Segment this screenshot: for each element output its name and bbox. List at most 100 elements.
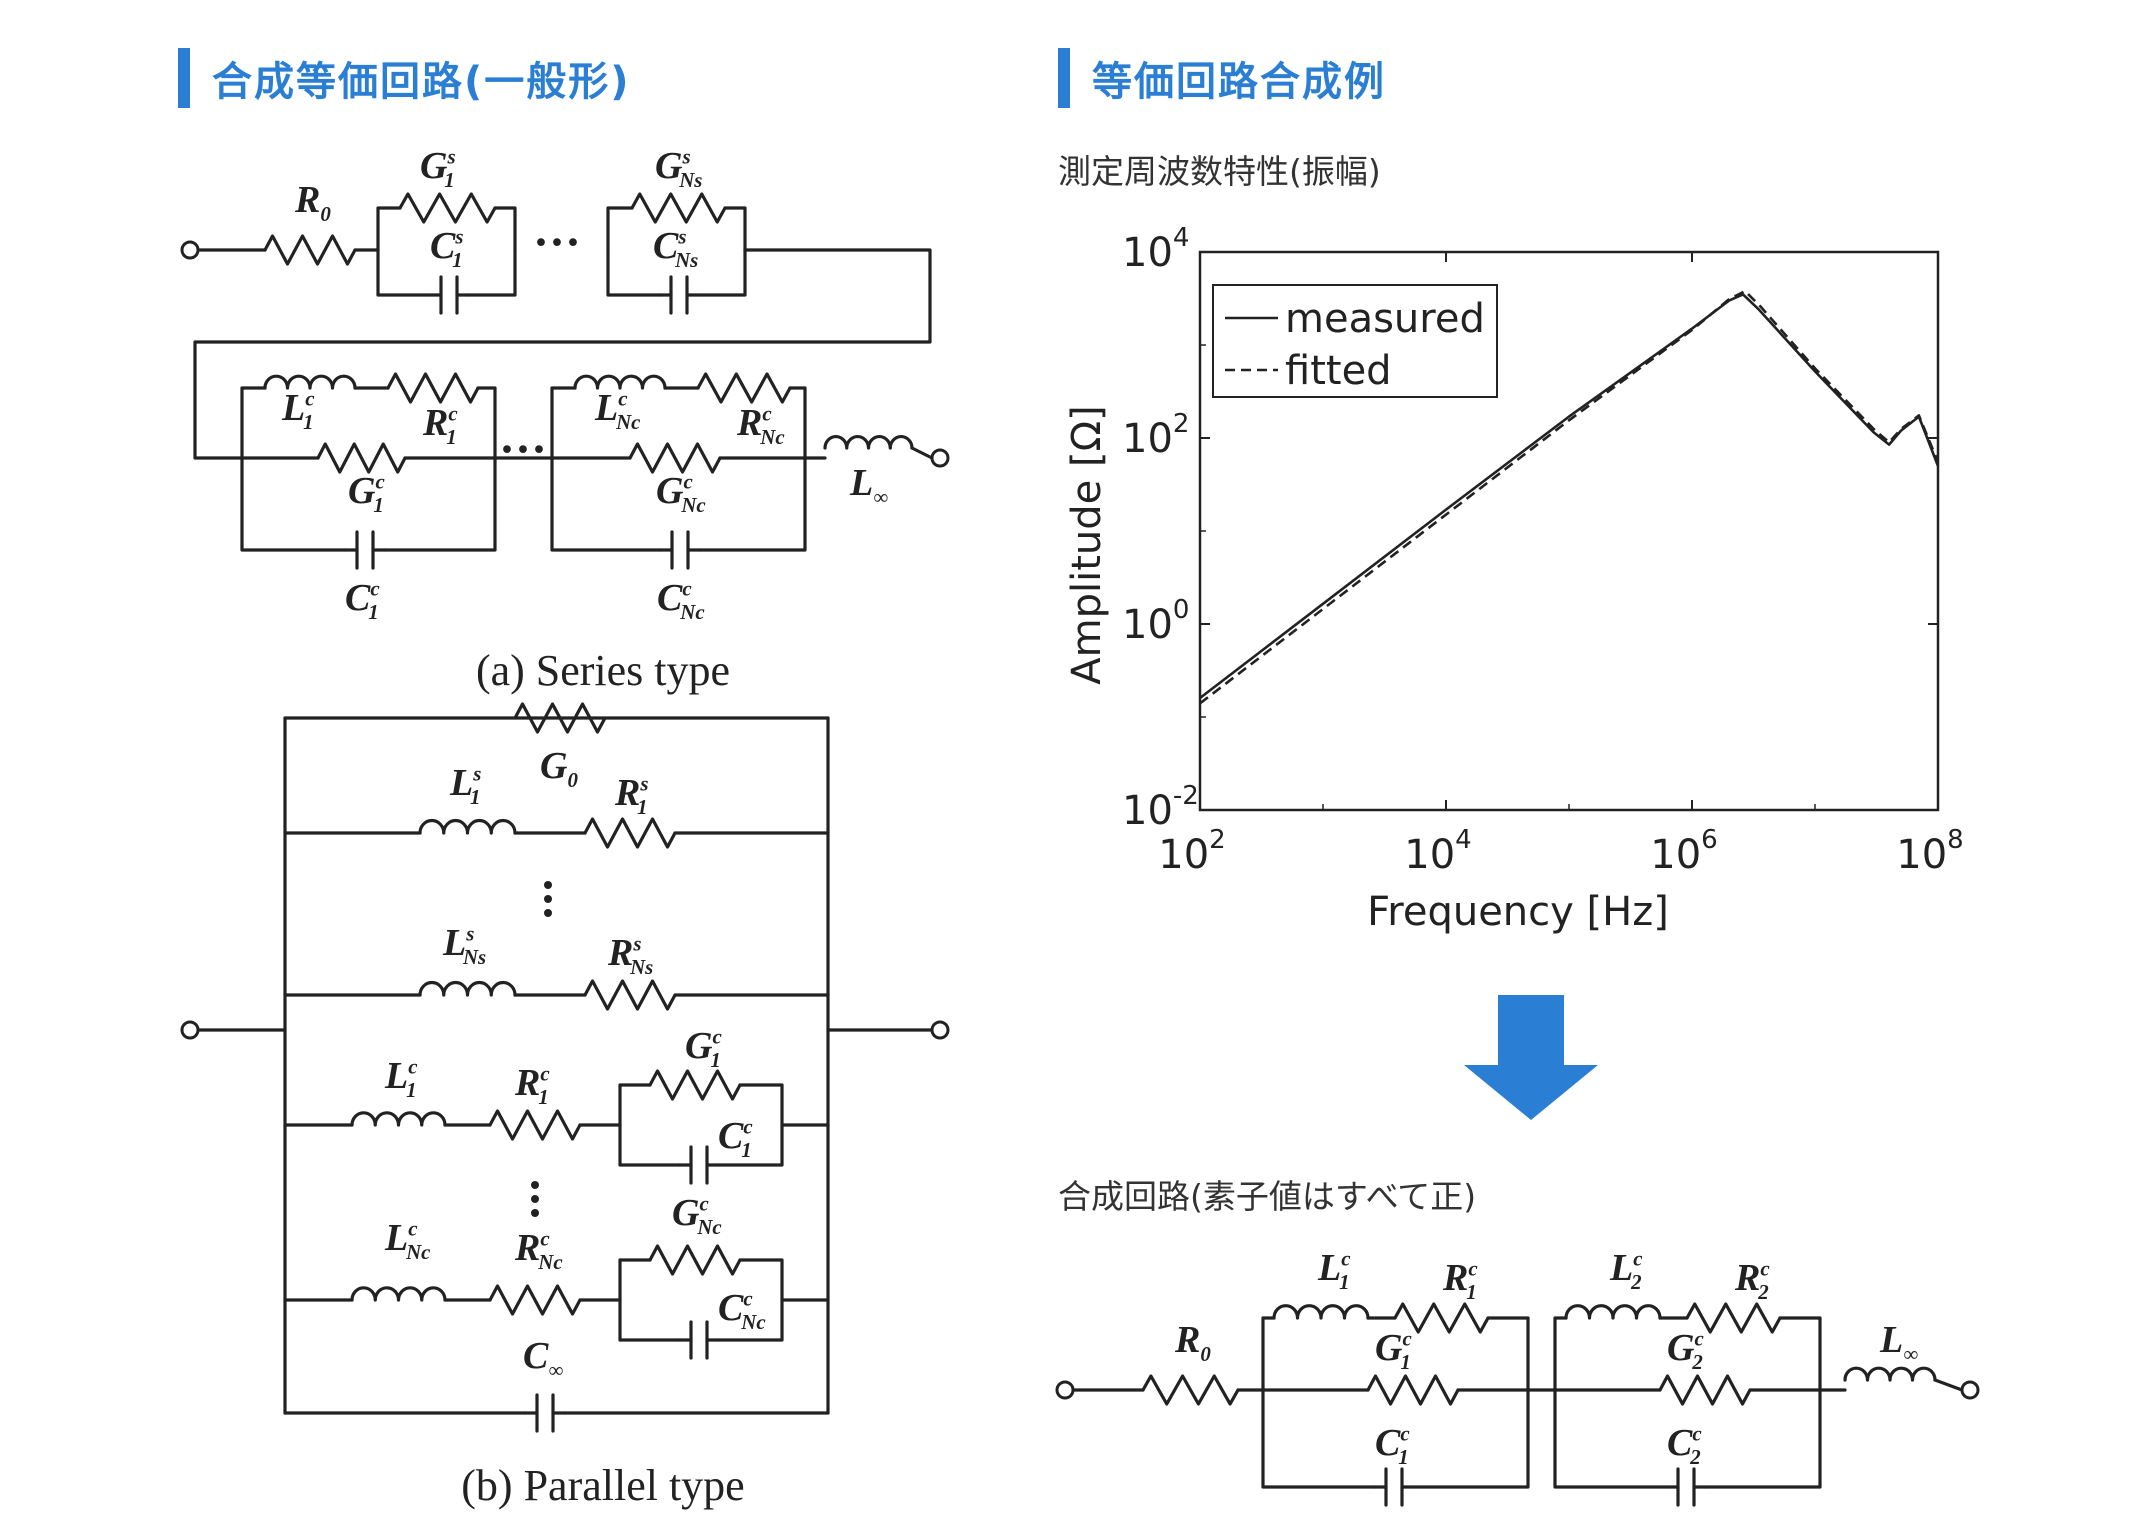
- label-GNs-sup: s: [681, 145, 690, 169]
- right-heading-bar: [1058, 48, 1070, 108]
- terminal-icon: [1960, 1380, 1980, 1400]
- wire: [738, 1258, 830, 1302]
- label-GNs-symbol: G: [655, 145, 683, 187]
- label-CNc-symbol: C: [718, 1287, 744, 1329]
- label-R1c-sub: 1: [1466, 1280, 1476, 1304]
- label-C1s-sup: s: [454, 225, 463, 249]
- label-GNc-sub: Nc: [680, 493, 705, 517]
- y-axis-label: Amplitude [Ω]: [1064, 405, 1110, 684]
- resistor-icon: [583, 817, 677, 849]
- label-C1c-sub: 1: [368, 600, 378, 624]
- wire: [1933, 1378, 1964, 1392]
- ellipsis: ···: [499, 423, 547, 476]
- resistor-icon: [1393, 1302, 1490, 1334]
- label-LNc-symbol: L: [594, 387, 618, 429]
- left-heading-bar: [178, 48, 190, 108]
- label-R0-sub: 0: [320, 202, 331, 226]
- y-tick-label-base: 10: [1122, 230, 1173, 276]
- wire: [1261, 1388, 1377, 1489]
- resistor-icon: [398, 192, 497, 224]
- label-GNc-sub: Nc: [696, 1215, 721, 1239]
- label-L1s-sub: 1: [470, 785, 480, 809]
- wire: [466, 248, 517, 297]
- y-tick-label-base: 10: [1122, 602, 1173, 648]
- right-heading: 等価回路合成例: [1058, 48, 1386, 108]
- left-heading-text: 合成等価回路(一般形): [212, 59, 631, 105]
- label-C1c-sup: c: [743, 1115, 752, 1139]
- resistor-icon: [263, 234, 357, 266]
- label-G0: G0: [540, 745, 578, 792]
- resistor-icon: [488, 1109, 582, 1141]
- label-R1c-symbol: R: [422, 402, 448, 444]
- label-C1c-sup: c: [1400, 1422, 1409, 1446]
- label-G1c-sup: c: [1402, 1327, 1411, 1351]
- label-G1c-sub: 1: [373, 493, 383, 517]
- label-GNc-symbol: G: [672, 1192, 700, 1234]
- wire: [606, 206, 634, 252]
- label-G2c-symbol: G: [1667, 1327, 1695, 1369]
- label-CNc-sub: Nc: [679, 600, 704, 624]
- label-LNc-sub: Nc: [615, 410, 640, 434]
- wire: [376, 206, 402, 252]
- label-RNc-symbol: R: [736, 402, 762, 444]
- y-tick-label-exp: -2: [1173, 781, 1199, 811]
- wire: [618, 1083, 652, 1127]
- x-tick-label-exp: 8: [1947, 825, 1964, 855]
- chart-series: [1199, 289, 1940, 705]
- label-R0-sub: 0: [1200, 1342, 1211, 1366]
- label-L1c-symbol: L: [1317, 1247, 1341, 1289]
- label-LNc-sup: c: [618, 387, 627, 411]
- label-R1s-sub: 1: [637, 795, 647, 819]
- label-Linf: L∞: [1879, 1319, 1918, 1366]
- label-RNc-sub: Nc: [537, 1250, 562, 1274]
- x-tick-label: 104: [1404, 825, 1471, 878]
- inductor-icon: [823, 435, 914, 450]
- label-R0-symbol: R: [1174, 1319, 1200, 1361]
- circuit-wires: [180, 192, 1980, 1507]
- x-tick-label-base: 10: [1650, 832, 1701, 878]
- wire: [618, 1258, 652, 1302]
- label-G1c-sup: c: [712, 1025, 721, 1049]
- vertical-ellipsis-dot: [544, 881, 552, 889]
- label-Linf-symbol: L: [849, 462, 873, 504]
- label-C1s-symbol: C: [430, 225, 456, 267]
- label-Cinf-sub: ∞: [548, 1358, 563, 1382]
- vertical-ellipsis-dot: [544, 895, 552, 903]
- label-R2c-sub: 2: [1757, 1280, 1768, 1304]
- wire: [240, 456, 347, 552]
- label-CNc-symbol: C: [657, 577, 683, 619]
- wire: [550, 386, 577, 460]
- label-L1c-symbol: L: [281, 387, 305, 429]
- label-RNs-sup: s: [632, 932, 641, 956]
- resistor-icon: [630, 192, 727, 224]
- arrow-down-icon: [1464, 995, 1598, 1120]
- result-caption: 合成回路(素子値はすべて正): [1058, 1177, 1477, 1216]
- label-C1c-symbol: C: [345, 577, 371, 619]
- terminal-icon: [930, 1020, 950, 1040]
- capacitor-icon: [439, 275, 459, 315]
- label-R1c-symbol: R: [1442, 1257, 1468, 1299]
- label-C1c-sup: c: [370, 577, 379, 601]
- label-Linf-sub: ∞: [1903, 1342, 1918, 1366]
- label-GNc-symbol: G: [656, 470, 684, 512]
- y-tick-label-base: 10: [1122, 788, 1173, 834]
- label-L1c-sub: 1: [1339, 1270, 1349, 1294]
- x-tick-label: 108: [1896, 825, 1963, 878]
- label-CNc-sup: c: [682, 577, 691, 601]
- label-L1c-sub: 1: [406, 1078, 416, 1102]
- label-G1c-symbol: G: [1375, 1327, 1403, 1369]
- wire: [1486, 1316, 1530, 1392]
